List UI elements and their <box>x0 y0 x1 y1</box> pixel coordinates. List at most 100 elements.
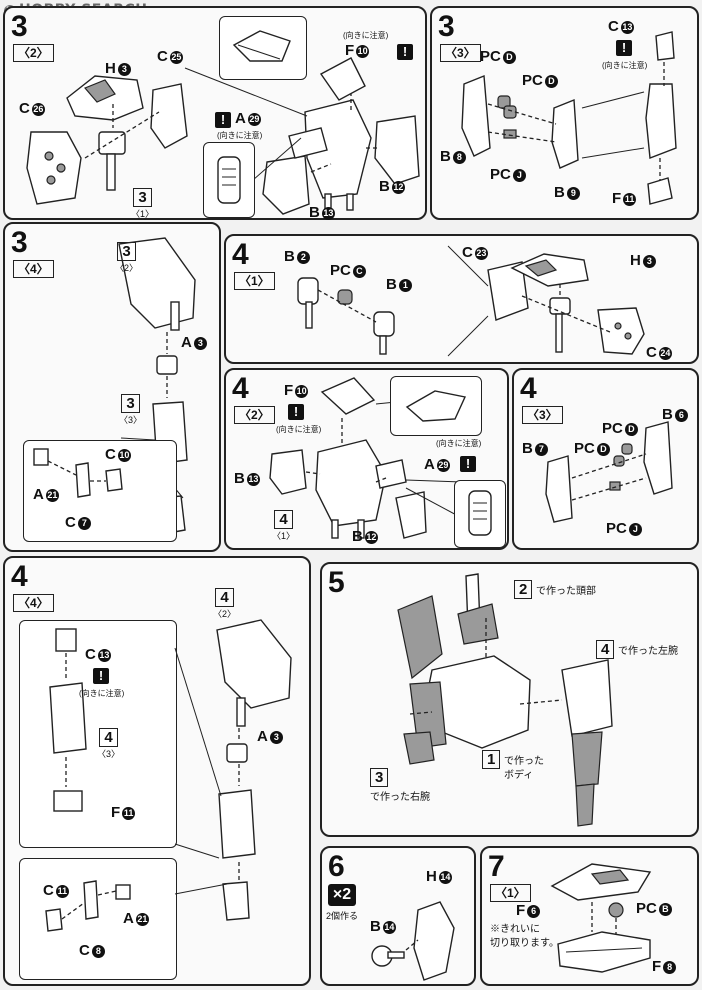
step-4-3-diagram <box>545 421 673 523</box>
caution-note: (向きに注意) <box>276 425 322 434</box>
ref-step-4-1: 4〈1〉 <box>272 510 296 541</box>
substep-label: 〈4〉 <box>13 260 54 278</box>
step-4-1-diagram <box>297 245 645 357</box>
ref-step-3-3: 3〈3〉 <box>119 394 143 425</box>
caption-body-2: ボディ <box>504 770 534 781</box>
step-6-diagram <box>371 901 455 981</box>
substep-label: 〈2〉 <box>13 44 54 62</box>
inset-canopy <box>390 376 482 436</box>
caution-note: (向きに注意) <box>79 689 125 698</box>
step-4-2-diagram <box>269 377 463 539</box>
ref-step-2-head: 2 <box>514 580 533 599</box>
step-number: 6 <box>328 850 345 883</box>
caption-head: で作った頭部 <box>536 586 596 597</box>
caution-note: (向きに注意) <box>217 131 263 140</box>
inset-part-detail <box>203 142 255 218</box>
detail-view <box>217 156 241 204</box>
ref-step-4-2: 4〈2〉 <box>213 588 237 619</box>
step-number: 4 <box>520 372 537 405</box>
multiplier-caption: 2個作る <box>326 911 359 921</box>
substep-label: 〈2〉 <box>234 406 275 424</box>
step-number: 3 <box>11 10 28 43</box>
ref-step-1-body: 1 <box>482 750 501 769</box>
ref-step-3-right-arm: 3 <box>370 768 389 787</box>
multiplier-badge: ×2 <box>328 884 356 906</box>
substep-label: 〈3〉 <box>440 44 481 62</box>
caption-left-arm: で作った左腕 <box>618 646 678 657</box>
detail-view <box>468 490 492 536</box>
substep-label: 〈3〉 <box>522 406 563 424</box>
step-7-diagram <box>550 863 652 973</box>
substep-label: 〈1〉 <box>490 884 531 902</box>
caption-right-arm: で作った右腕 <box>370 792 430 803</box>
caption-body-1: で作った <box>504 756 544 767</box>
step-4-4-diagram <box>216 619 292 921</box>
forearm-assembly-view <box>49 628 87 812</box>
step-number: 4 <box>11 560 28 593</box>
cutting-note-1: ※きれいに <box>490 924 540 935</box>
step-number: 3 <box>11 226 28 259</box>
substep-label: 〈4〉 <box>13 594 54 612</box>
step-number: 4 <box>232 372 249 405</box>
step-number: 3 <box>438 10 455 43</box>
caution-note: (向きに注意) <box>343 31 389 40</box>
canopy-view <box>405 390 467 422</box>
caution-icon: ! <box>288 404 304 420</box>
inset-part-detail <box>454 480 506 548</box>
ref-step-3-1: 3〈1〉 <box>131 188 155 219</box>
caution-icon: ! <box>397 44 413 60</box>
caution-note: (向きに注意) <box>436 439 482 448</box>
caution-icon: ! <box>215 112 231 128</box>
hand-assembly-view <box>33 448 123 498</box>
inset-canopy <box>219 16 307 80</box>
cutting-note-2: 切り取ります。 <box>490 938 559 949</box>
ref-step-4-3: 4〈3〉 <box>97 728 121 759</box>
caution-note: (向きに注意) <box>602 61 648 70</box>
step-number: 4 <box>232 238 249 271</box>
step-number: 7 <box>488 850 505 883</box>
step-number: 5 <box>328 566 345 599</box>
hand-assembly-view <box>45 880 131 932</box>
inset-hand-assembly <box>19 858 177 980</box>
caution-icon: ! <box>616 40 632 56</box>
